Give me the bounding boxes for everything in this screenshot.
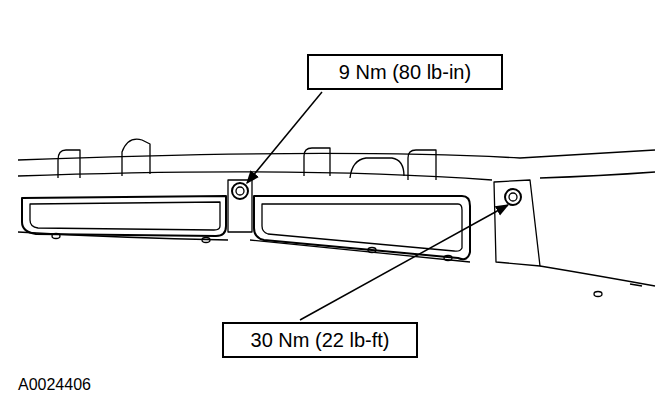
torque-callout-box: 30 Nm (22 lb-ft) bbox=[222, 322, 418, 358]
torque-callout-box: 9 Nm (80 lb-in) bbox=[307, 54, 503, 90]
torque-value: 9 Nm (80 lb-in) bbox=[339, 61, 471, 83]
torque-value: 30 Nm (22 lb-ft) bbox=[251, 329, 390, 351]
figure-number: A0024406 bbox=[18, 376, 91, 394]
